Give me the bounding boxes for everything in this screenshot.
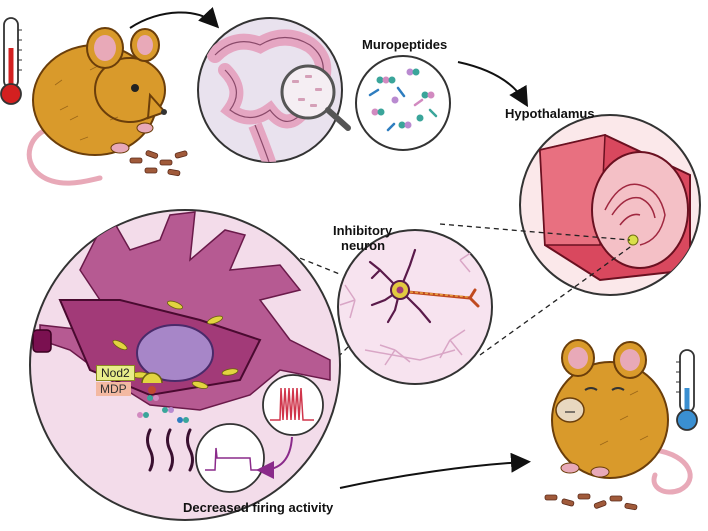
inhibitory-neuron-label-line2: neuron bbox=[341, 238, 386, 253]
arrow-to-gut bbox=[129, 6, 220, 29]
arrow-spike-to-reduced bbox=[256, 436, 293, 479]
mouse-bottom-illustration bbox=[551, 339, 693, 495]
food-pellets-bottom bbox=[544, 493, 638, 511]
inhibitory-neuron-label-line1: Inhibitory bbox=[333, 223, 393, 238]
decreased-firing-label: Decreased firing activity bbox=[183, 500, 334, 515]
hypothalamus-circle bbox=[519, 114, 701, 296]
hypothalamus-label: Hypothalamus bbox=[505, 106, 595, 121]
spike-trace-inset bbox=[262, 374, 324, 436]
gut-circle bbox=[197, 17, 343, 163]
neuron-detail-circle bbox=[29, 209, 341, 521]
nod2-tag: Nod2 bbox=[96, 365, 135, 381]
mouse-top-illustration bbox=[26, 27, 167, 186]
mdp-tag: MDP bbox=[96, 382, 131, 396]
thermometer-cold-icon bbox=[676, 349, 698, 431]
muropeptides-label: Muropeptides bbox=[362, 37, 448, 52]
arrow-to-hypothalamus bbox=[457, 61, 529, 108]
muropeptides-circle bbox=[355, 55, 451, 151]
dashed-link-top bbox=[439, 223, 631, 241]
inhibitory-neuron-circle bbox=[337, 229, 493, 385]
thermometer-hot-icon bbox=[0, 17, 22, 105]
food-pellets-top bbox=[129, 150, 188, 177]
dashed-link-bottom bbox=[479, 244, 634, 356]
magnifying-glass-icon bbox=[280, 64, 351, 131]
arrow-to-sick-mouse bbox=[339, 452, 531, 489]
reduced-trace-inset bbox=[195, 423, 265, 493]
